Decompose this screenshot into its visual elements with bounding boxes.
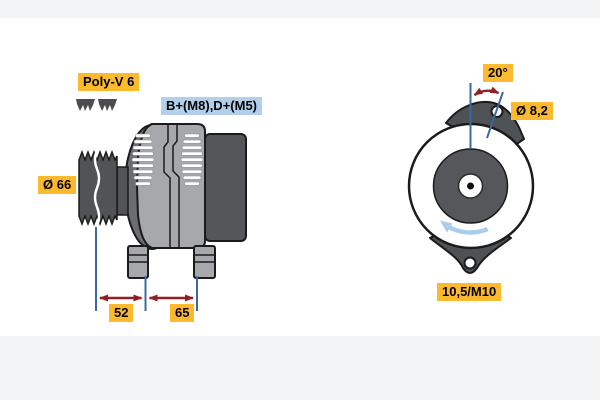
- rotation-direction-arrow-icon: [440, 220, 489, 235]
- dimension-52-label: 52: [109, 304, 134, 322]
- top-margin-band: [0, 0, 600, 18]
- pulley-break-line: [93, 149, 101, 227]
- terminal-label: B+(M8),D+(M5): [161, 97, 263, 115]
- vent-slots-rear: [180, 133, 204, 186]
- pulley-hub: [116, 166, 129, 216]
- bottom-mount-hole-label: 10,5/M10: [437, 283, 502, 301]
- side-view: [76, 99, 247, 311]
- mounting-angle-label: 20°: [483, 64, 513, 82]
- front-view: [407, 83, 535, 274]
- angle-arrow-20: [473, 86, 500, 97]
- pulley-diameter-label: Ø 66: [38, 176, 77, 194]
- dimension-extension-lines: [95, 227, 198, 311]
- shaft-center-dot: [467, 182, 474, 190]
- vent-slots-front: [131, 133, 155, 186]
- bottom-lug-hole: [463, 256, 477, 270]
- mounting-hole-diameter-label: Ø 8,2: [511, 102, 553, 120]
- dimension-65-label: 65: [170, 304, 195, 322]
- mounting-foot-front: [127, 245, 149, 279]
- angled-reference-line: [486, 91, 504, 139]
- rear-cover-block: [204, 133, 247, 242]
- mounting-foot-rear: [193, 245, 216, 279]
- belt-type-label: Poly-V 6: [78, 73, 140, 91]
- bottom-margin-band: [0, 336, 600, 400]
- housing-seam: [163, 125, 180, 247]
- belt-rib-icon: [76, 99, 117, 111]
